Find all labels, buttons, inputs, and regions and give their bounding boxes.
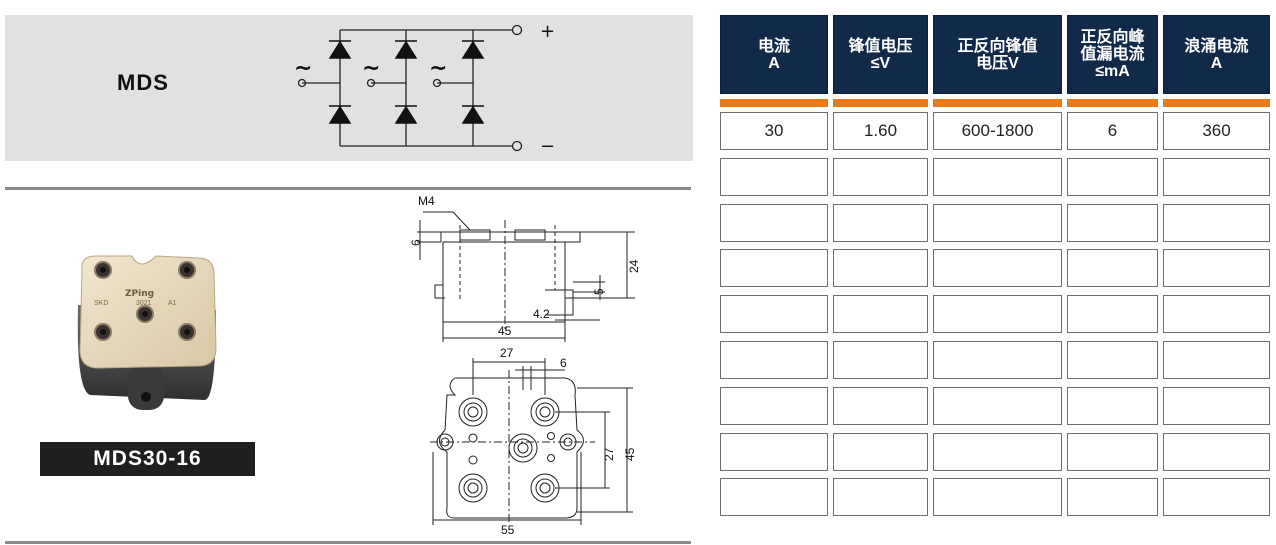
table-cell	[720, 157, 828, 196]
header-leakage-current: 正反向峰 值漏电流 ≤mA	[1067, 15, 1158, 94]
table-cell	[933, 478, 1062, 517]
table-cell	[1067, 478, 1158, 517]
dim-label-4-2: 4.2	[533, 307, 550, 321]
photo-marking-a1: A1	[168, 300, 177, 307]
plus-terminal-label: +	[540, 21, 555, 42]
accent-bar	[720, 99, 828, 107]
table-cell	[720, 203, 828, 242]
photo-brand-mark: ZPing	[125, 289, 154, 299]
table-cell	[833, 478, 928, 517]
table-cell	[833, 386, 928, 425]
accent-bar	[833, 99, 928, 107]
dim-label-45-side: 45	[498, 324, 512, 338]
table-cell	[1067, 249, 1158, 288]
table-cell	[933, 249, 1062, 288]
divider	[5, 187, 691, 190]
table-cell	[933, 157, 1062, 196]
table-cell	[720, 295, 828, 334]
divider	[5, 541, 691, 544]
table-cell	[1163, 249, 1270, 288]
table-cell	[833, 249, 928, 288]
table-cell: 6	[1067, 112, 1158, 150]
product-photo: ZPing SKD 3021 A1	[77, 255, 217, 410]
table-cell	[720, 386, 828, 425]
part-number-label: MDS30-16	[40, 442, 255, 476]
table-cell	[1163, 341, 1270, 379]
dim-label-6b: 6	[560, 356, 567, 370]
table-cell	[1163, 432, 1270, 471]
dim-label-45-top: 45	[623, 447, 637, 461]
accent-bar	[1163, 99, 1270, 107]
table-cell	[833, 203, 928, 242]
table-cell	[1067, 295, 1158, 334]
header-peak-voltage: 锋值电压 ≤V	[833, 15, 928, 94]
table-cell	[720, 249, 828, 288]
table-cell	[933, 341, 1062, 379]
table-cell	[720, 432, 828, 471]
table-cell: 360	[1163, 112, 1270, 150]
table-cell	[933, 295, 1062, 334]
accent-bar	[933, 99, 1062, 107]
ac-symbol-1: ~	[294, 56, 312, 81]
dim-label-27-side: 27	[602, 447, 616, 461]
dim-label-5: 5	[592, 288, 606, 295]
table-cell: 1.60	[833, 112, 928, 150]
table-cell	[1067, 341, 1158, 379]
bridge-rectifier-schematic: ~ ~ ~ + −	[294, 21, 555, 157]
table-cell	[933, 432, 1062, 471]
dim-label-6a: 6	[409, 239, 423, 246]
header-current: 电流 A	[720, 15, 828, 94]
header-reverse-peak-voltage: 正反向锋值 电压V	[933, 15, 1062, 94]
dim-label-55: 55	[501, 523, 515, 537]
table-cell	[933, 203, 1062, 242]
table-cell	[720, 341, 828, 379]
dimension-drawing: M4 6 24 5 4.2 45 27 6 27 45 55	[409, 194, 641, 537]
table-cell	[833, 432, 928, 471]
photo-marking-code: 3021	[136, 300, 152, 307]
header-surge-current: 浪涌电流 A	[1163, 15, 1270, 94]
table-cell	[1067, 203, 1158, 242]
photo-marking-skd: SKD	[94, 300, 108, 307]
table-cell	[1067, 386, 1158, 425]
dim-label-24: 24	[627, 259, 641, 273]
minus-terminal-label: −	[540, 136, 555, 157]
schematic-band	[5, 15, 693, 161]
table-cell	[933, 386, 1062, 425]
table-cell	[1067, 157, 1158, 196]
table-cell: 600-1800	[933, 112, 1062, 150]
table-cell	[833, 341, 928, 379]
table-cell	[1163, 295, 1270, 334]
table-cell	[1163, 478, 1270, 517]
table-cell	[1163, 386, 1270, 425]
table-cell	[1163, 203, 1270, 242]
ac-symbol-3: ~	[429, 56, 447, 81]
table-cell	[833, 295, 928, 334]
dim-label-27-top: 27	[500, 346, 514, 360]
table-cell	[833, 157, 928, 196]
table-cell	[1163, 157, 1270, 196]
dim-label-m4: M4	[418, 194, 435, 208]
ac-symbol-2: ~	[362, 56, 380, 81]
model-label: MDS	[117, 70, 169, 95]
table-cell: 30	[720, 112, 828, 150]
accent-bar	[1067, 99, 1158, 107]
table-cell	[1067, 432, 1158, 471]
table-cell	[720, 478, 828, 517]
